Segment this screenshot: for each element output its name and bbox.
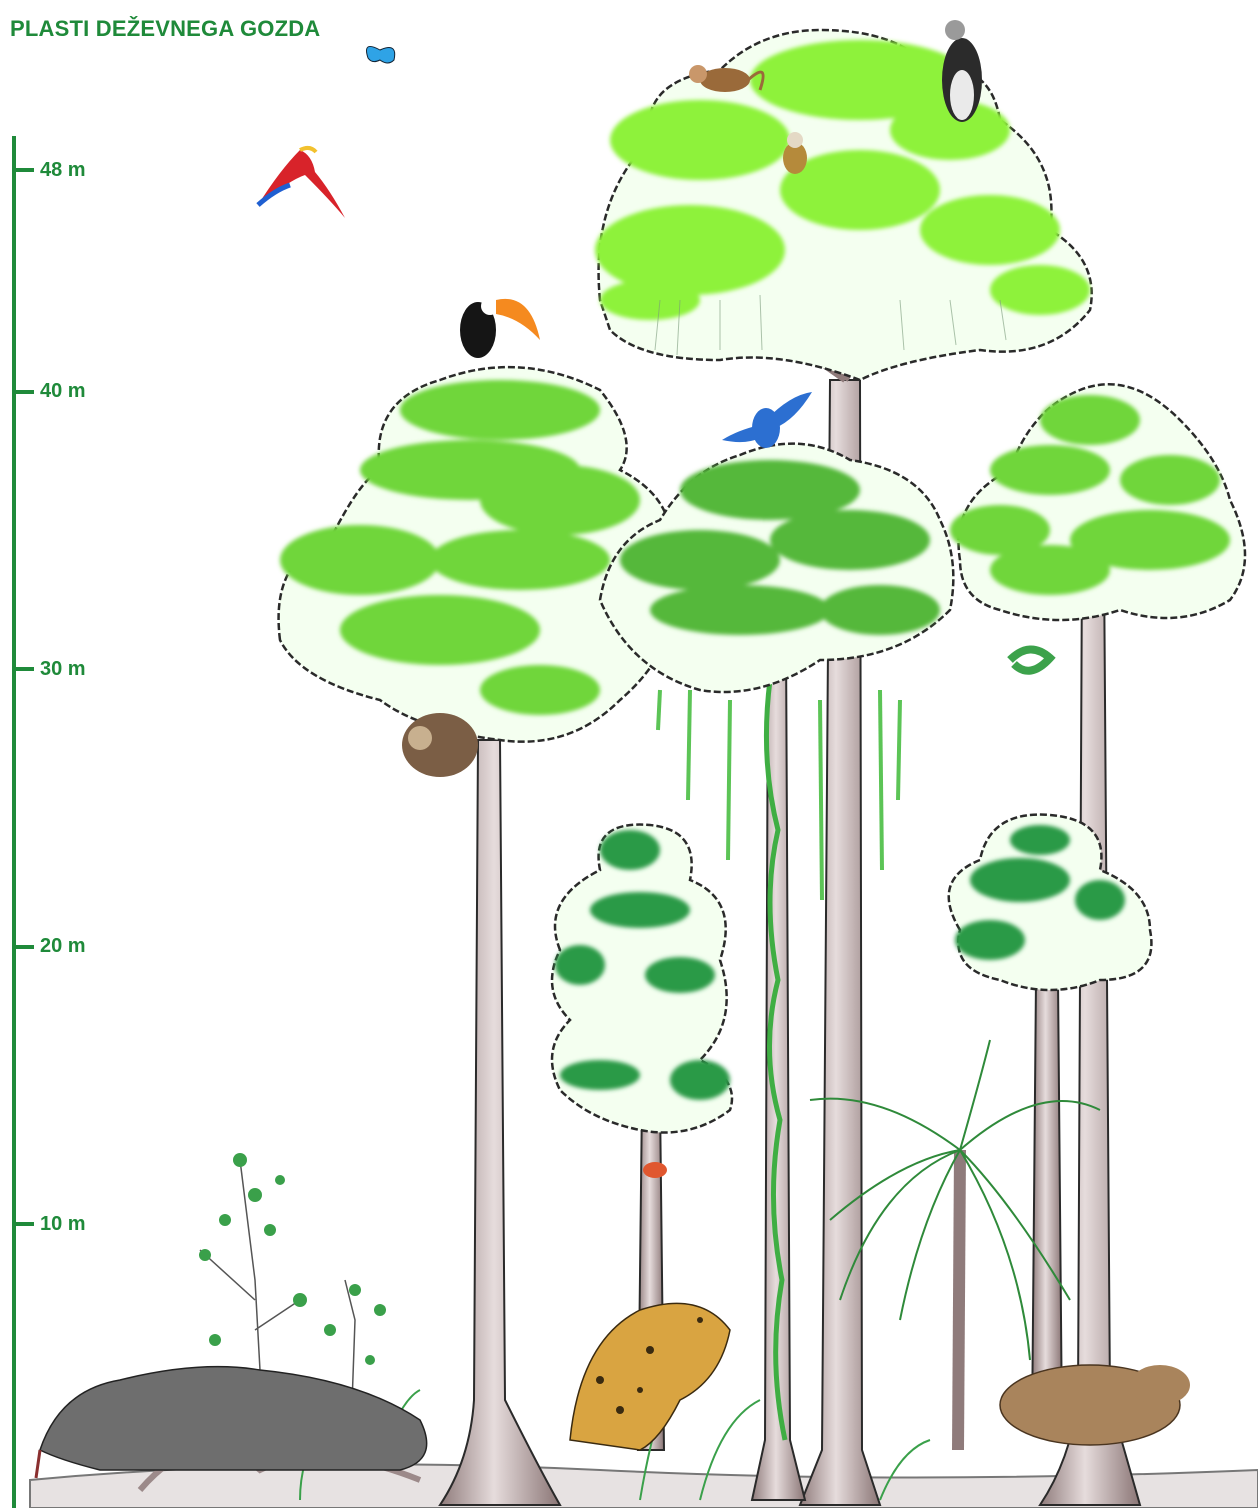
height-tick: 30 m xyxy=(12,658,86,680)
page-title: PLASTI DEŽEVNEGA GOZDA xyxy=(10,16,320,42)
blue-macaw-icon xyxy=(722,392,812,448)
tick-label: 30 m xyxy=(40,658,86,681)
tick-mark xyxy=(12,945,34,949)
tick-mark xyxy=(12,390,34,394)
tick-mark xyxy=(12,168,34,172)
tick-mark xyxy=(12,667,34,671)
height-tick: 40 m xyxy=(12,381,86,403)
height-tick: 20 m xyxy=(12,936,86,958)
height-tick: 10 m xyxy=(12,1213,86,1235)
height-tick: 48 m xyxy=(12,159,86,181)
tick-mark xyxy=(12,1222,34,1226)
anteater-icon xyxy=(36,1367,427,1478)
jaguar-icon xyxy=(570,1303,730,1450)
butterfly-icon xyxy=(367,46,395,63)
tick-label: 20 m xyxy=(40,935,86,958)
tree-snake-icon xyxy=(1010,649,1050,670)
tree-frog-icon xyxy=(643,1162,667,1178)
scarlet-macaw-icon xyxy=(258,148,345,218)
toucan-icon xyxy=(460,297,540,358)
tick-label: 40 m xyxy=(40,380,86,403)
tick-label: 48 m xyxy=(40,159,86,182)
height-scale-axis xyxy=(12,136,16,1508)
understory-tree xyxy=(949,815,1152,1430)
capybara-icon xyxy=(1000,1365,1190,1445)
harpy-eagle-icon xyxy=(942,20,982,122)
tick-label: 10 m xyxy=(40,1213,86,1236)
sloth-icon xyxy=(402,713,478,777)
